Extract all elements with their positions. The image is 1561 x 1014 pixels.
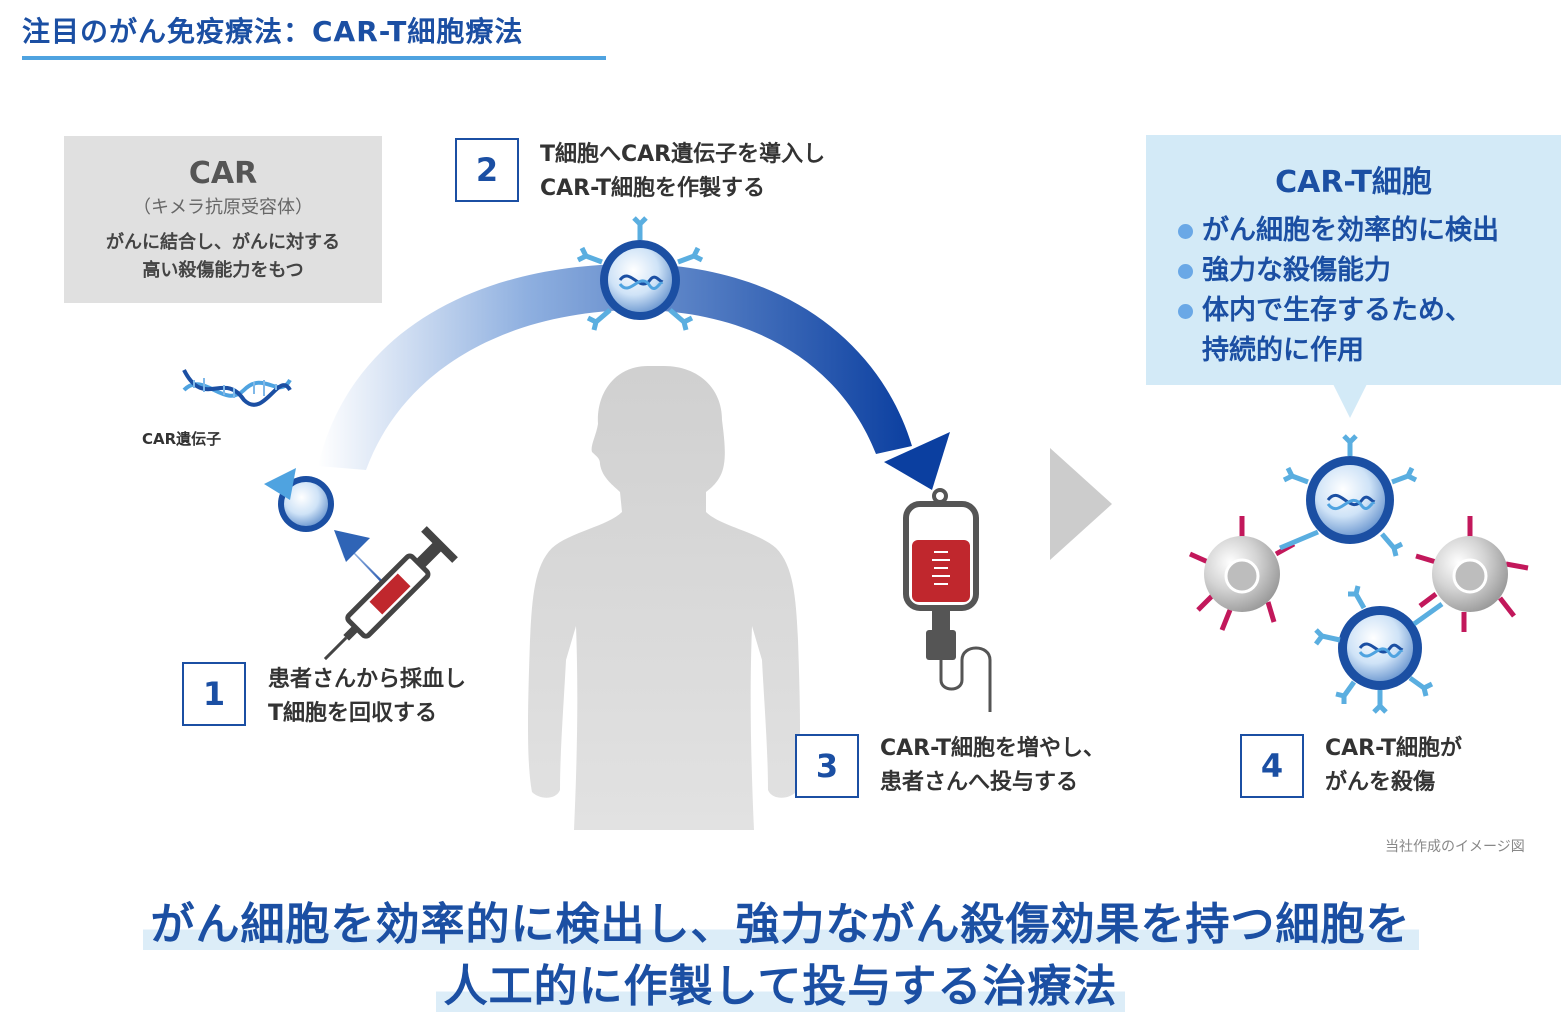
car-t-feature-item-continued: 持続的に作用 <box>1178 331 1561 371</box>
title-underline <box>22 56 606 60</box>
step-2-line1: T細胞へCAR遺伝子を導入し <box>540 142 826 167</box>
feature-text: 持続的に作用 <box>1202 335 1364 366</box>
callout-tail <box>1333 384 1367 418</box>
car-description-line2: 高い殺傷能力をもつ <box>142 260 304 281</box>
step-3-number: 3 <box>795 734 859 798</box>
summary-line1-wrap: がん細胞を効率的に検出し、強力ながん殺傷効果を持つ細胞を <box>0 888 1561 952</box>
feature-text: 体内で生存するため、 <box>1202 295 1472 326</box>
bullet-icon <box>1178 304 1193 319</box>
cancer-cell-icon <box>1415 516 1529 632</box>
feature-text: がん細胞を効率的に検出 <box>1202 215 1499 246</box>
car-t-features-box: CAR-T細胞 がん細胞を効率的に検出 強力な殺傷能力 体内で生存するため、 持… <box>1146 135 1561 385</box>
step-2-line2: CAR-T細胞を作製する <box>540 176 766 201</box>
car-gene-label: CAR遺伝子 <box>142 430 222 448</box>
step-1-line2: T細胞を回収する <box>268 701 438 726</box>
car-t-feature-item: 強力な殺傷能力 <box>1178 251 1561 291</box>
step-3-line1: CAR-T細胞を増やし、 <box>880 736 1106 761</box>
step-2-text: T細胞へCAR遺伝子を導入し CAR-T細胞を作製する <box>540 138 825 206</box>
step-4-line1: CAR-T細胞が <box>1325 736 1463 761</box>
process-arc-arrow <box>318 263 950 490</box>
t-cell-icon <box>264 468 334 532</box>
cancer-cell-icon <box>1188 516 1296 631</box>
bullet-icon <box>1178 264 1193 279</box>
step-1-line1: 患者さんから採血し <box>268 667 467 692</box>
next-stage-arrow <box>1050 448 1112 560</box>
car-description-line1: がんに結合し、がんに対する <box>106 232 340 253</box>
step-2-number: 2 <box>455 138 519 202</box>
feature-text: 強力な殺傷能力 <box>1202 255 1391 286</box>
car-t-feature-list: がん細胞を効率的に検出 強力な殺傷能力 体内で生存するため、 持続的に作用 <box>1178 211 1561 371</box>
dna-icon <box>182 369 292 407</box>
iv-bag-icon <box>903 488 992 712</box>
summary-line1: がん細胞を効率的に検出し、強力ながん殺傷効果を持つ細胞を <box>142 899 1419 950</box>
step-4-text: CAR-T細胞が がんを殺傷 <box>1325 732 1462 800</box>
car-t-heading: CAR-T細胞 <box>1275 165 1432 200</box>
step-1-text: 患者さんから採血し T細胞を回収する <box>268 663 466 731</box>
car-definition-box: CAR （キメラ抗原受容体） がんに結合し、がんに対する 高い殺傷能力をもつ <box>64 136 382 303</box>
syringe-icon <box>323 526 458 661</box>
bullet-icon <box>1178 224 1193 239</box>
car-subheading: （キメラ抗原受容体） <box>133 197 313 218</box>
car-t-cell-icon <box>1314 585 1444 714</box>
summary-line2: 人工的に作製して投与する治療法 <box>435 961 1126 1012</box>
summary-line2-wrap: 人工的に作製して投与する治療法 <box>0 950 1561 1014</box>
page-title: 注目のがん免疫療法：CAR-T細胞療法 <box>22 15 524 48</box>
car-t-feature-item: がん細胞を効率的に検出 <box>1178 211 1561 251</box>
step-3-line2: 患者さんへ投与する <box>880 770 1079 795</box>
collection-arrow-icon <box>334 530 392 592</box>
human-silhouette <box>528 366 800 830</box>
image-footnote: 当社作成のイメージ図 <box>1385 839 1525 855</box>
car-t-cell-icon <box>1279 434 1418 557</box>
step-3-text: CAR-T細胞を増やし、 患者さんへ投与する <box>880 732 1105 800</box>
car-t-feature-item: 体内で生存するため、 <box>1178 291 1561 331</box>
step-4-line2: がんを殺傷 <box>1325 770 1436 795</box>
car-t-cell-icon <box>576 216 704 331</box>
step-4-number: 4 <box>1240 734 1304 798</box>
step-1-number: 1 <box>182 662 246 726</box>
car-heading: CAR <box>188 156 258 191</box>
